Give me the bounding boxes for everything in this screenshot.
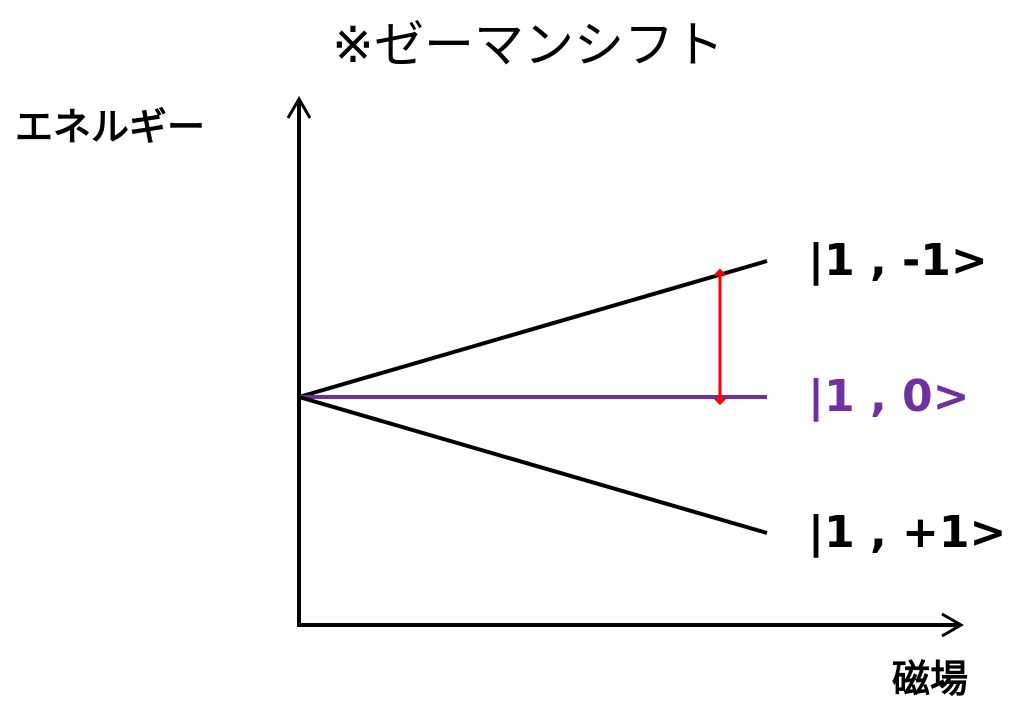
energy-level-line-minus1 [298,259,768,399]
energy-level-line-plus1 [298,395,768,535]
state-label-0: |1 , 0> [808,371,970,422]
state-label-plus1: |1 , +1> [808,507,1006,558]
y-axis-label: エネルギー [15,105,205,149]
energy-levels [298,259,768,535]
x-axis-label: 磁場 [892,657,968,701]
state-label-minus1: |1 , -1> [808,235,988,286]
x-axis-arrowhead [941,612,964,638]
state-labels: |1 , -1> |1 , 0> |1 , +1> [808,235,1006,558]
axes [286,96,964,638]
diagram-title: ※ゼーマンシフト [332,16,724,74]
y-axis-arrowhead [286,96,312,119]
